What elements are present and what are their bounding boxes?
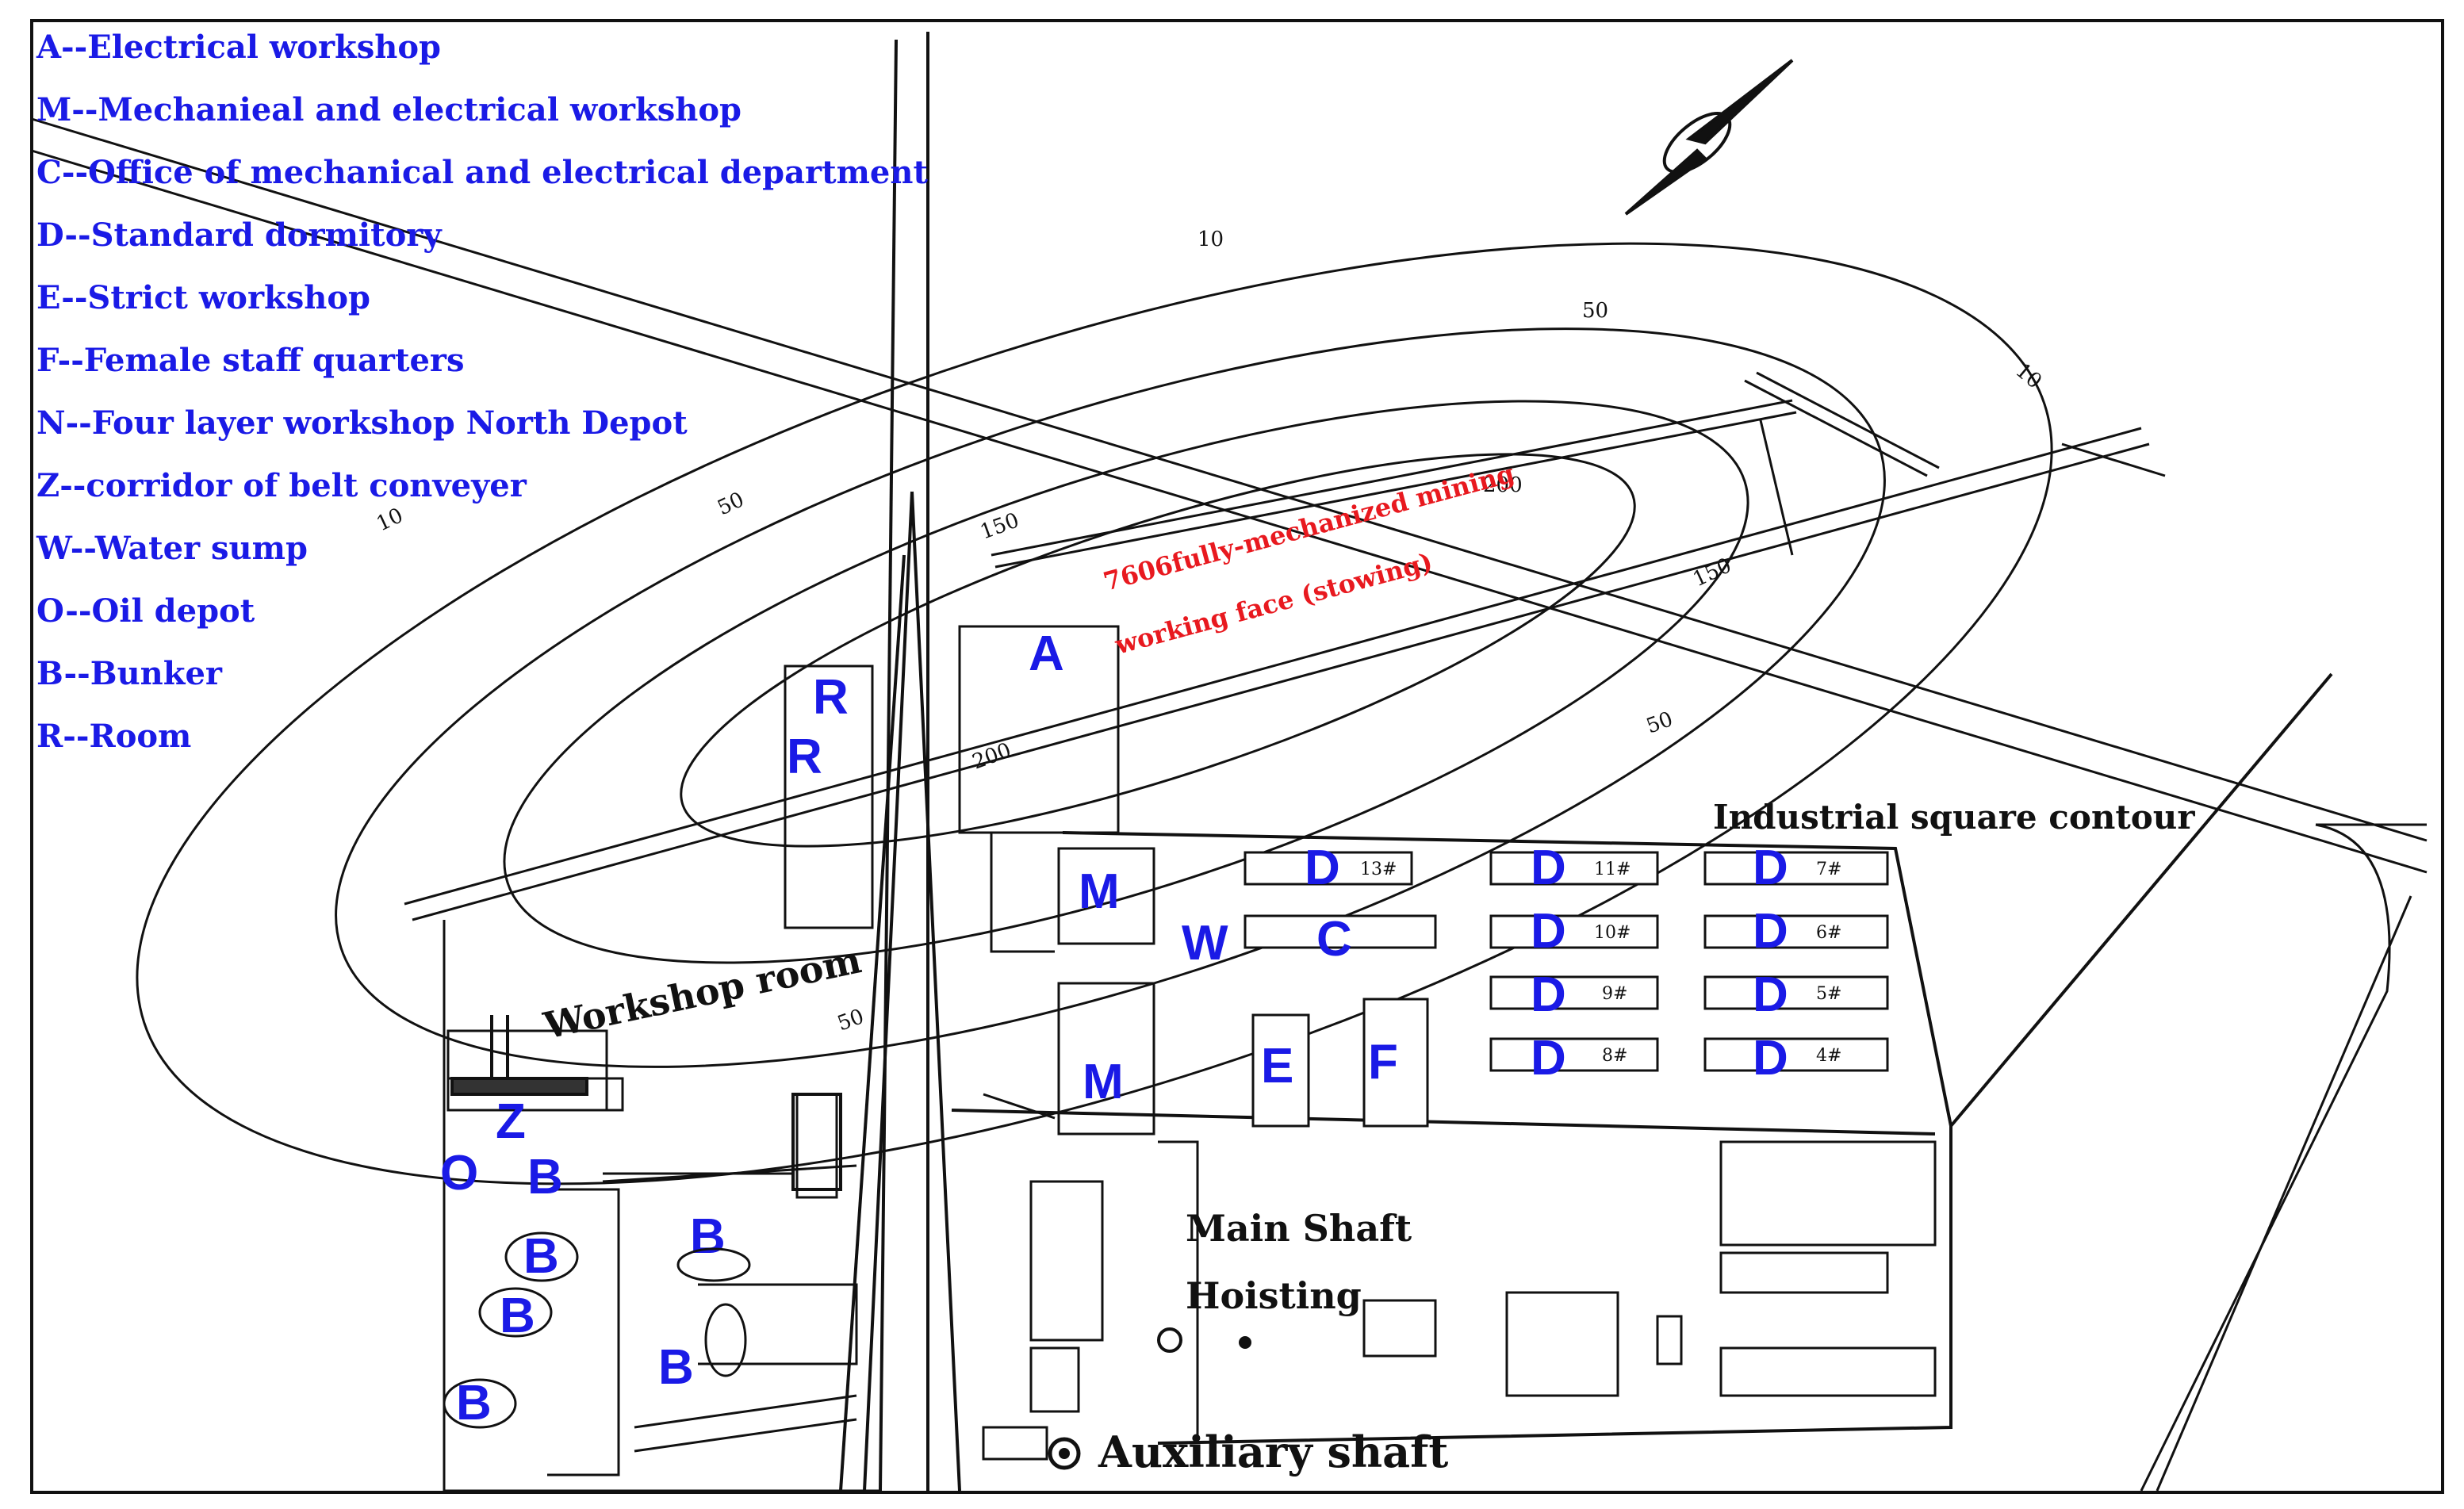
contour-label: 10 bbox=[373, 504, 407, 536]
belt-conveyer-corridor bbox=[450, 1015, 842, 1191]
hoisting-shaft-icon bbox=[1239, 1336, 1251, 1349]
dorm-number: 5# bbox=[1816, 984, 1841, 1004]
legend-item-f: F--Female staff quarters bbox=[36, 342, 465, 379]
dorm-number: 6# bbox=[1816, 923, 1841, 943]
legend-item-d: D--Standard dormitory bbox=[36, 216, 443, 254]
legend: A--Electrical workshop M--Mechanieal and… bbox=[36, 29, 928, 755]
dorm-numbers: 13# 11# 7# 10# 6# 9# 5# 8# 4# bbox=[1360, 860, 1841, 1066]
building-letter-d: D bbox=[1305, 841, 1340, 895]
dorm-number: 10# bbox=[1594, 923, 1631, 943]
lower-right-buildings bbox=[982, 1140, 1937, 1461]
shafts bbox=[1048, 1327, 1251, 1470]
building-letter-m: M bbox=[1079, 864, 1120, 919]
building-letter-o: O bbox=[440, 1146, 478, 1201]
building-letter-d: D bbox=[1531, 841, 1566, 895]
contour-label: 50 bbox=[834, 1005, 867, 1036]
dorm-number: 7# bbox=[1816, 860, 1841, 879]
contour-label: 50 bbox=[1643, 707, 1676, 739]
contour-10 bbox=[136, 242, 2053, 1185]
industrial-square-label: Industrial square contour bbox=[1713, 798, 2195, 837]
legend-item-n: N--Four layer workshop North Depot bbox=[36, 404, 688, 442]
dorm-number: 9# bbox=[1602, 984, 1627, 1004]
legend-item-m: M--Mechanieal and electrical workshop bbox=[36, 91, 741, 128]
site-labels: Industrial square contour Workshop room … bbox=[539, 798, 2195, 1477]
building-letter-d: D bbox=[1531, 904, 1566, 959]
building-letter-d: D bbox=[1531, 1031, 1566, 1086]
contour-label: 200 bbox=[1483, 473, 1523, 497]
mining-roadways bbox=[404, 371, 2166, 921]
legend-item-e: E--Strict workshop bbox=[36, 279, 370, 316]
building-letter-b: B bbox=[658, 1340, 694, 1395]
contour-150 bbox=[503, 400, 1749, 964]
bunker-ovals bbox=[443, 1231, 751, 1429]
building-letter-b: B bbox=[523, 1229, 559, 1284]
building-letter-d: D bbox=[1753, 1031, 1788, 1086]
contour-50 bbox=[335, 327, 1886, 1068]
dorm-number: 13# bbox=[1360, 860, 1397, 879]
dorm-number: 8# bbox=[1602, 1046, 1627, 1066]
railway bbox=[839, 32, 961, 1492]
legend-item-r: R--Room bbox=[36, 718, 191, 755]
legend-item-z: Z--corridor of belt conveyer bbox=[36, 467, 527, 504]
building-letter-b: B bbox=[690, 1209, 726, 1264]
auxiliary-shaft-label: Auxiliary shaft bbox=[1098, 1427, 1448, 1477]
building-letter-b: B bbox=[527, 1150, 563, 1205]
building-letter-z: Z bbox=[496, 1094, 526, 1149]
compass-north-arrow-icon bbox=[1624, 59, 1794, 216]
legend-item-a: A--Electrical workshop bbox=[36, 29, 441, 66]
contour-label: 10 bbox=[1198, 228, 1224, 251]
building-letter-d: D bbox=[1753, 841, 1788, 895]
contour-label: 10 bbox=[2011, 358, 2047, 393]
working-face-label: 7606fully-mechanized mining working face… bbox=[1100, 458, 1517, 661]
contour-label: 200 bbox=[969, 738, 1014, 774]
contour-label: 50 bbox=[714, 488, 748, 520]
contour-label: 50 bbox=[1582, 299, 1608, 323]
map-border bbox=[30, 19, 2444, 1494]
building-letter-m: M bbox=[1083, 1055, 1124, 1109]
legend-item-o: O--Oil depot bbox=[36, 592, 255, 630]
hoisting-label: Hoisting bbox=[1186, 1274, 1362, 1317]
building-letter-c: C bbox=[1316, 912, 1352, 967]
industrial-square-outline bbox=[951, 672, 2333, 1445]
main-shaft-label: Main Shaft bbox=[1186, 1207, 1412, 1250]
auxiliary-shaft-icon bbox=[1048, 1437, 1081, 1470]
dormitories bbox=[1243, 851, 1889, 1128]
workshop-room-label: Workshop room bbox=[539, 938, 864, 1047]
main-shaft-icon bbox=[1157, 1327, 1182, 1353]
building-letter-r: R bbox=[787, 730, 822, 784]
building-letters: A R R M M W C E F Z O B B B B B B D D D … bbox=[440, 626, 1788, 1430]
central-buildings bbox=[784, 625, 1155, 1136]
building-letter-d: D bbox=[1753, 904, 1788, 959]
building-letter-e: E bbox=[1261, 1039, 1293, 1093]
building-letter-r: R bbox=[813, 670, 849, 725]
legend-item-b: B--Bunker bbox=[36, 655, 223, 692]
building-letter-d: D bbox=[1531, 967, 1566, 1022]
building-letter-f: F bbox=[1368, 1035, 1398, 1090]
legend-item-c: C--Office of mechanical and electrical d… bbox=[36, 154, 928, 191]
building-letter-a: A bbox=[1029, 626, 1064, 681]
building-letter-b: B bbox=[456, 1376, 492, 1430]
dorm-number: 11# bbox=[1594, 860, 1631, 879]
building-letter-d: D bbox=[1753, 967, 1788, 1022]
legend-item-w: W--Water sump bbox=[36, 530, 308, 567]
roads bbox=[31, 117, 2428, 1492]
building-letter-w: W bbox=[1182, 916, 1228, 971]
dorm-number: 4# bbox=[1816, 1046, 1841, 1066]
